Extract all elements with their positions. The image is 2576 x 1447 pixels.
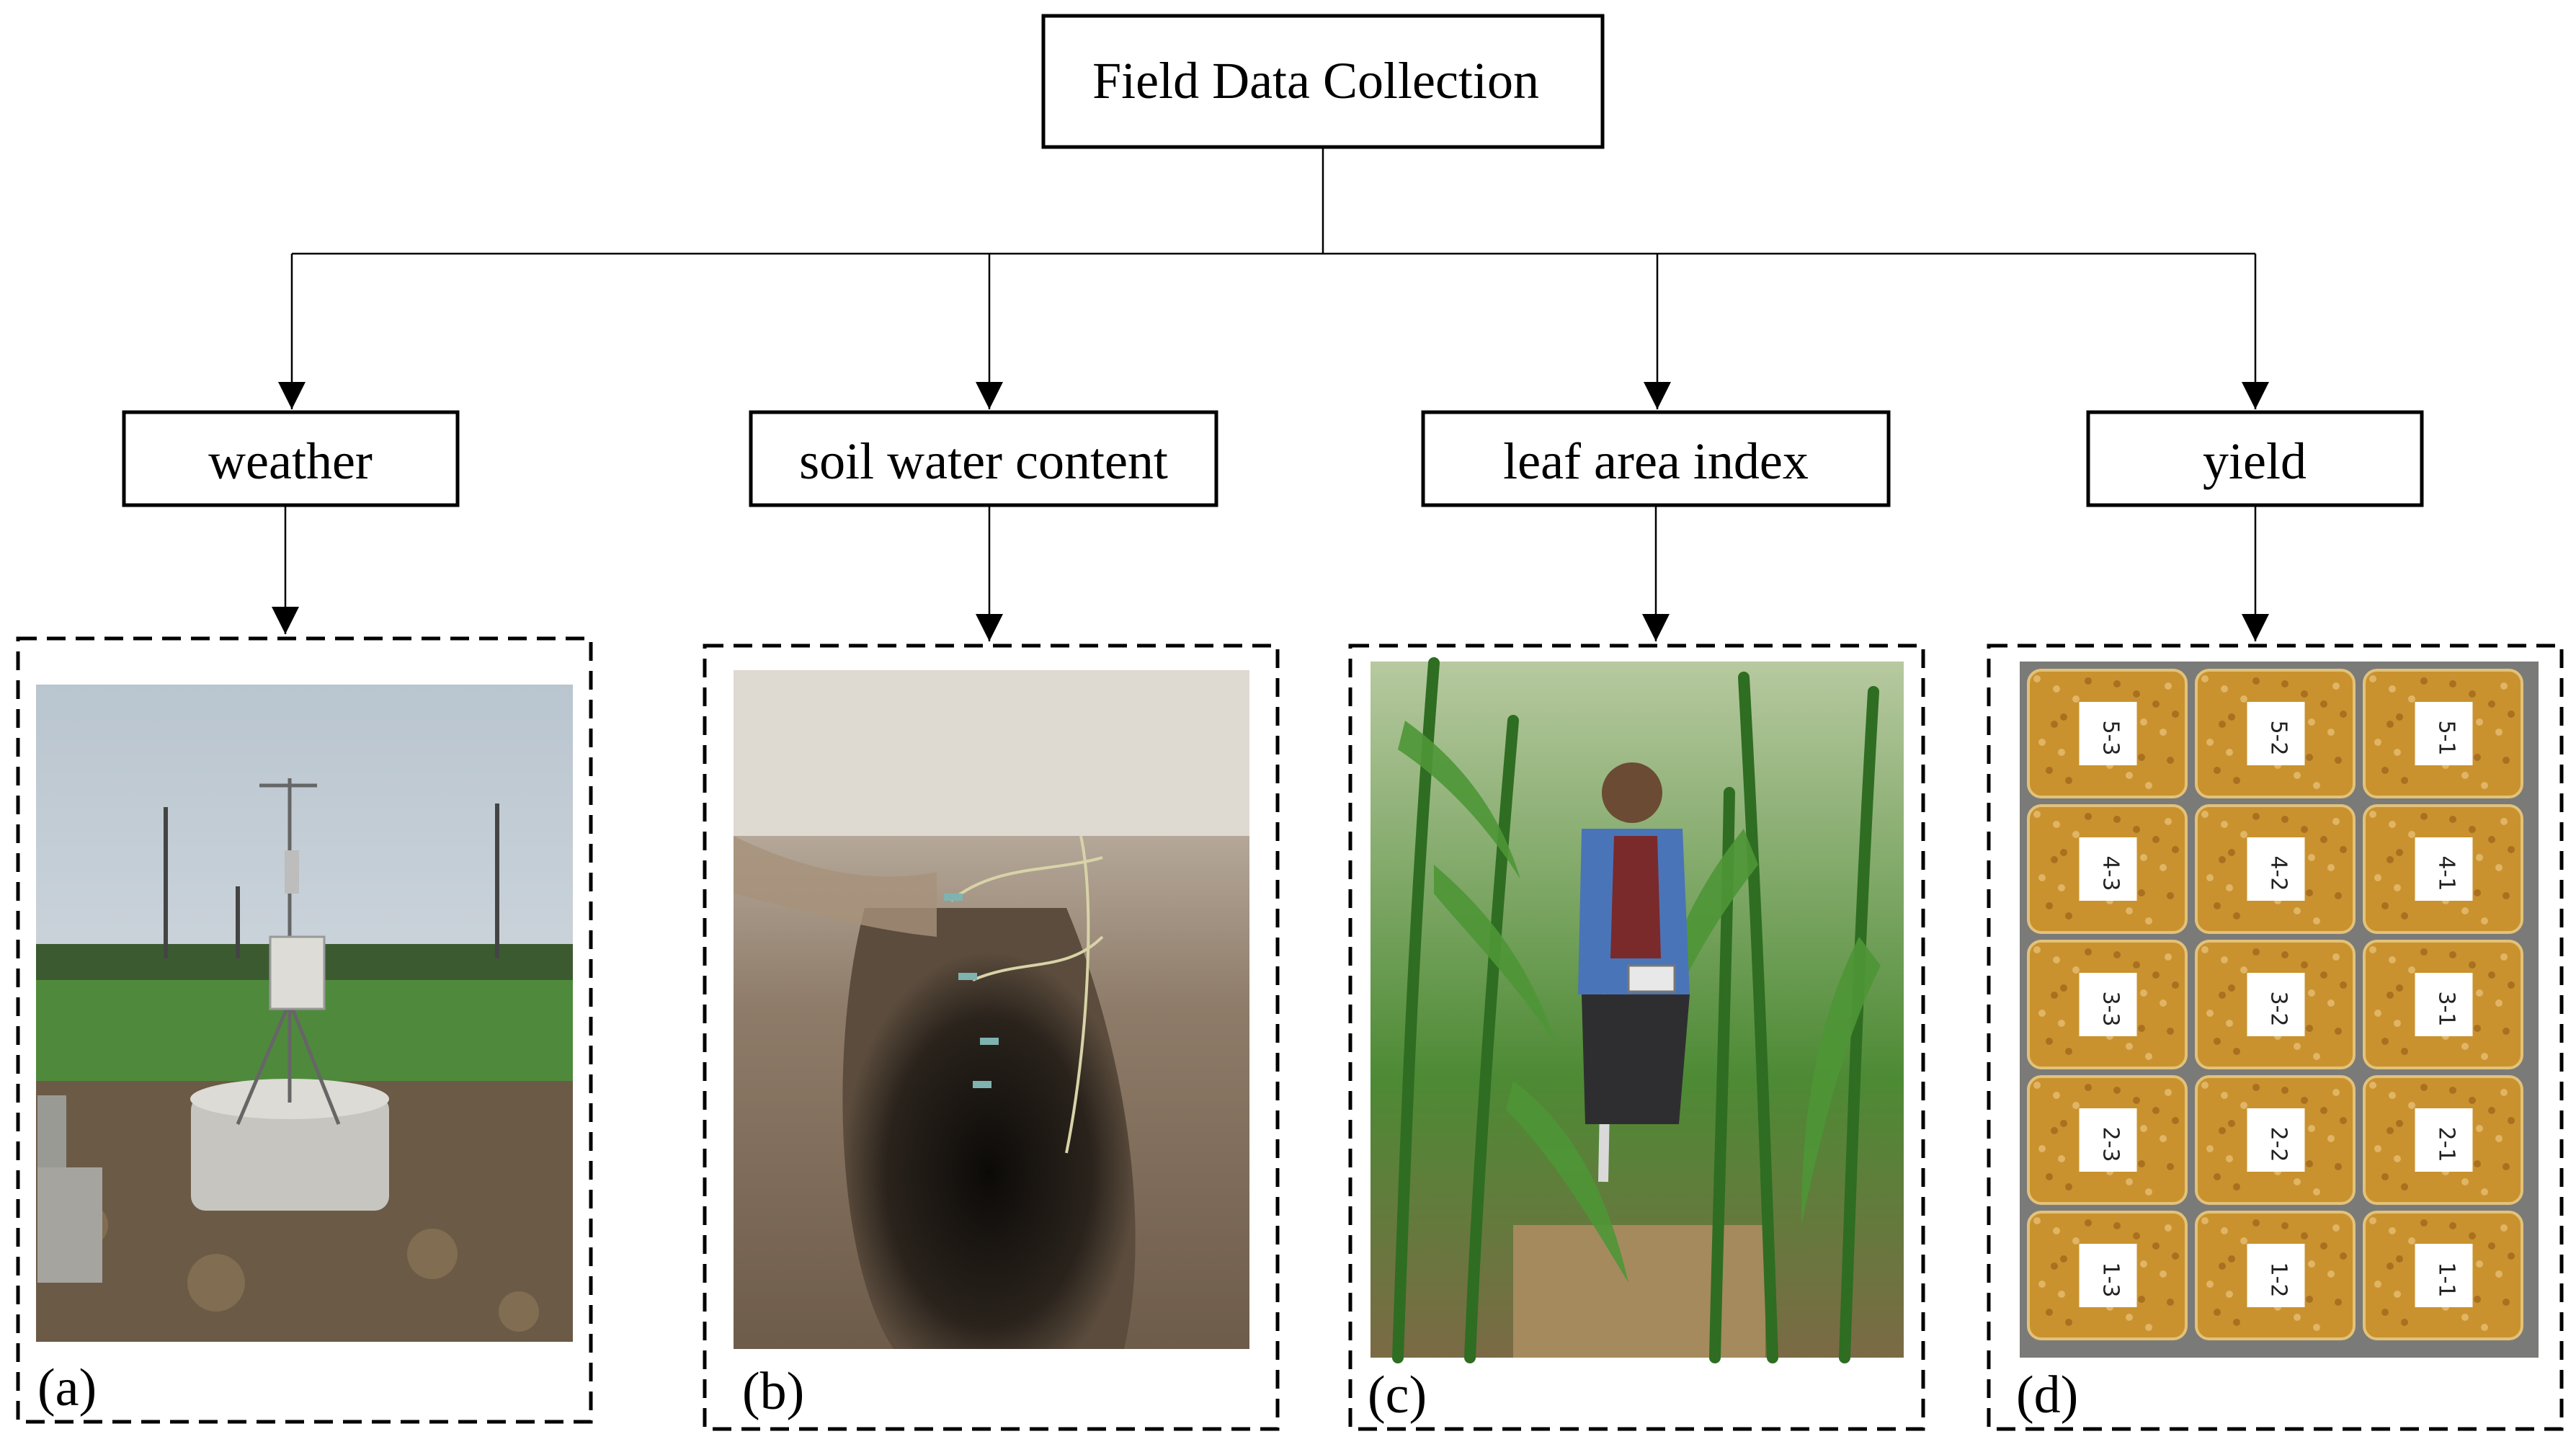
category-label-yield: yield: [2203, 432, 2307, 490]
grain-bag-label: 5-3: [2098, 721, 2123, 756]
grain-bag: 1-3: [2027, 1211, 2188, 1340]
grain-bag: 3-3: [2027, 940, 2188, 1069]
grain-bag-label: 1-1: [2434, 1263, 2459, 1298]
grain-bag: 4-3: [2027, 804, 2188, 934]
grain-bag: 4-2: [2195, 804, 2356, 934]
grain-bag-label: 5-1: [2434, 721, 2459, 756]
grain-bag-label: 1-3: [2098, 1263, 2123, 1298]
category-node-yield: yield: [2086, 410, 2424, 507]
person-measuring: [1578, 762, 1690, 1183]
grain-bag-label: 4-3: [2098, 856, 2123, 891]
root-node: Field Data Collection: [1041, 14, 1605, 149]
grain-bag: 2-2: [2195, 1075, 2356, 1205]
grain-bag-label: 3-3: [2098, 992, 2123, 1027]
panel-label-a: (a): [37, 1358, 97, 1417]
category-node-weather: weather: [122, 410, 460, 507]
grain-bag: 1-2: [2195, 1211, 2356, 1340]
panel-c: (c): [1348, 644, 1925, 1431]
grain-bag: 5-3: [2027, 669, 2188, 798]
category-node-soil-water-content: soil water content: [749, 410, 1218, 507]
panel-arrows: [272, 505, 2269, 641]
grain-bag: 4-1: [2363, 804, 2523, 934]
grain-bag: 5-2: [2195, 669, 2356, 798]
grain-bag: 3-1: [2363, 940, 2523, 1069]
category-label-weather: weather: [208, 432, 373, 490]
grain-bag: 2-1: [2363, 1075, 2523, 1205]
grain-bags-photo: 5-3 5-2 5-1 4-3 4-2 4-1 3-3 3-2 3-1 2-3 2-2 2-1 1-3 1…: [2020, 662, 2539, 1358]
category-label-soil-water-content: soil water content: [799, 432, 1168, 490]
connector-tree: [278, 147, 2269, 409]
grain-bag-label: 2-2: [2266, 1127, 2291, 1162]
grain-bag: 3-2: [2195, 940, 2356, 1069]
soil-profile-photo: [734, 670, 1249, 1349]
panel-label-c: (c): [1368, 1366, 1427, 1425]
panel-label-b: (b): [742, 1362, 804, 1421]
grain-bag: 5-1: [2363, 669, 2523, 798]
grain-bag: 2-3: [2027, 1075, 2188, 1205]
category-label-leaf-area-index: leaf area index: [1503, 432, 1809, 490]
grain-bag-label: 3-2: [2266, 992, 2291, 1027]
grain-bag-label: 4-1: [2434, 856, 2459, 891]
grain-bag-label: 1-2: [2266, 1263, 2291, 1298]
panel-a: (a): [16, 636, 593, 1424]
category-node-leaf-area-index: leaf area index: [1421, 410, 1891, 507]
grain-bag-label: 3-1: [2434, 992, 2459, 1027]
panel-label-d: (d): [2016, 1366, 2078, 1425]
grain-bag: 1-1: [2363, 1211, 2523, 1340]
root-node-label: Field Data Collection: [1092, 52, 1539, 110]
maize-field-lai-photo: [1371, 657, 1904, 1363]
grain-bag-grid: 5-3 5-2 5-1 4-3 4-2 4-1 3-3 3-2 3-1 2-3 2-2 2-1 1-3 1…: [2027, 669, 2523, 1340]
grain-bag-label: 4-2: [2266, 856, 2291, 891]
panel-d: 5-3 5-2 5-1 4-3 4-2 4-1 3-3 3-2 3-1 2-3 2-2 2-1 1-3 1…: [1987, 644, 2564, 1431]
panel-b: (b): [703, 644, 1280, 1431]
grain-bag-label: 2-3: [2098, 1127, 2123, 1162]
grain-bag-label: 2-1: [2434, 1127, 2459, 1162]
weather-station-photo: [36, 685, 573, 1342]
grain-bag-label: 5-2: [2266, 721, 2291, 756]
